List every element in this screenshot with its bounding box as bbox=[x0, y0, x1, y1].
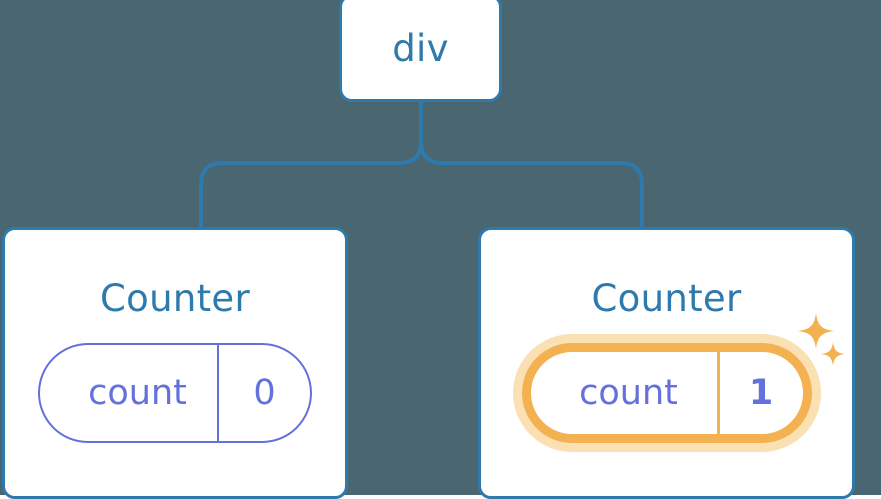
state-pill-left-key: count bbox=[88, 372, 187, 413]
state-pill-right-key: count bbox=[579, 372, 678, 413]
node-div[interactable]: div bbox=[339, 0, 502, 102]
node-counter-right-label: Counter bbox=[591, 277, 742, 320]
state-pill-left-wrapper: count 0 bbox=[38, 343, 312, 443]
sparkle-large-icon bbox=[797, 313, 834, 349]
state-pill-right-wrapper: count 1 bbox=[521, 313, 845, 443]
node-counter-right[interactable]: Counter count 1 bbox=[478, 227, 855, 499]
node-counter-left[interactable]: Counter count 0 bbox=[2, 227, 348, 499]
state-pill-left-value: 0 bbox=[217, 345, 310, 441]
state-pill-left[interactable]: count 0 bbox=[38, 343, 312, 443]
state-pill-right-value: 1 bbox=[716, 352, 803, 434]
state-pill-right[interactable]: count 1 bbox=[521, 343, 812, 443]
sparkle-small-icon bbox=[820, 342, 845, 366]
node-counter-left-label: Counter bbox=[100, 277, 250, 320]
node-div-label: div bbox=[392, 26, 449, 70]
